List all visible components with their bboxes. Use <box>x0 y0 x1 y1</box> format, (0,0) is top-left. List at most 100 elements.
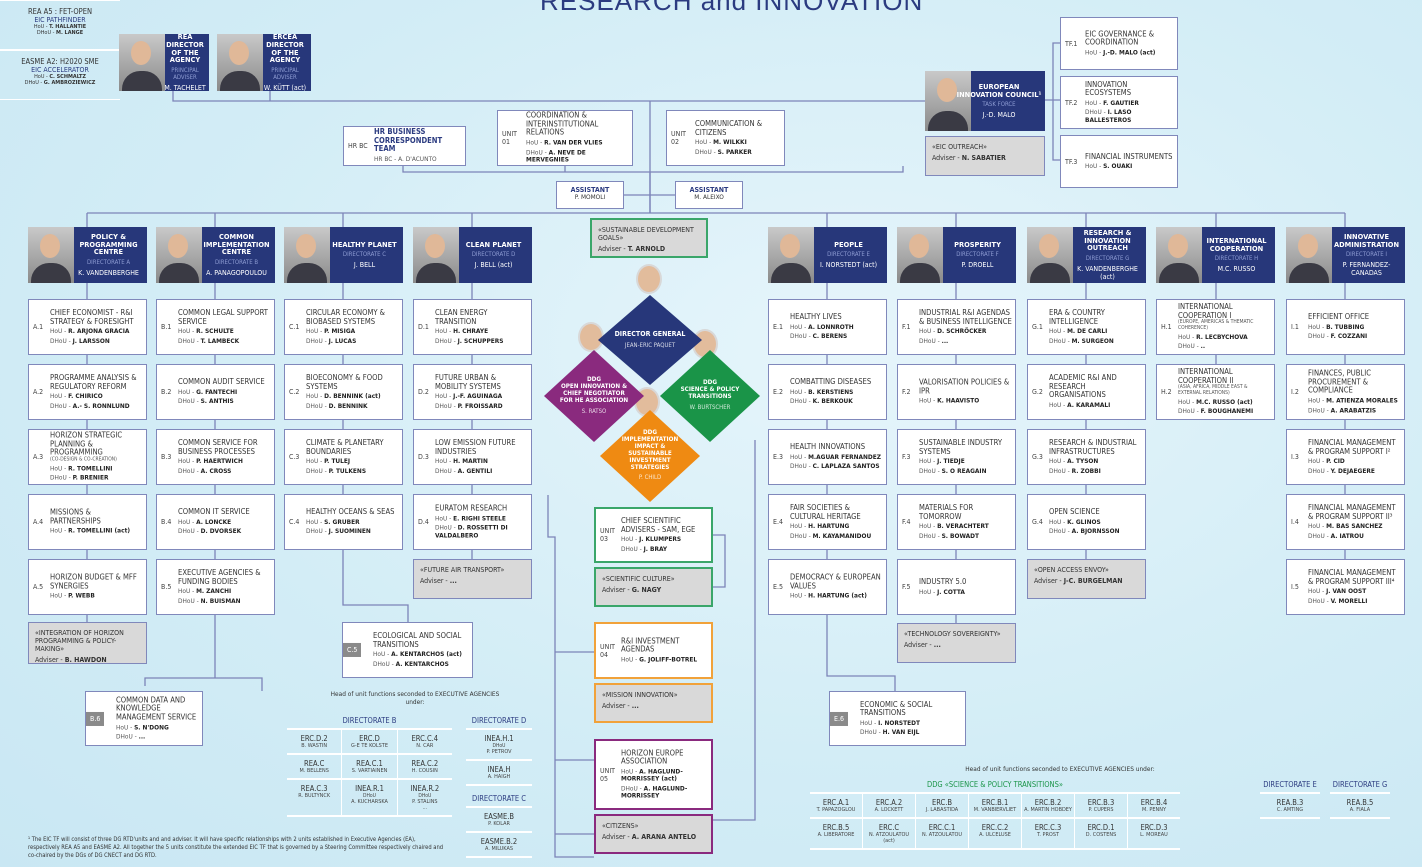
center-adviser[interactable]: «MISSION INNOVATION»Adviser - ... <box>594 683 713 723</box>
center-adviser[interactable]: «SCIENTIFIC CULTURE»Adviser - G. NAGY <box>594 567 713 607</box>
adviser-box[interactable]: «OPEN ACCESS ENVOY»Adviser - J-C. BURGEL… <box>1027 559 1146 599</box>
adviser-box[interactable]: «FUTURE AIR TRANSPORT»Adviser - ... <box>413 559 532 599</box>
adviser-box[interactable]: «TECHNOLOGY SOVEREIGNTY»Adviser - ... <box>897 623 1016 663</box>
sdg-adviser[interactable]: «SUSTAINABLE DEVELOPMENT GOALS»Adviser -… <box>590 218 708 258</box>
center-adviser[interactable]: «CITIZENS»Adviser - A. ARANA ANTELO <box>594 814 713 854</box>
adviser-box[interactable]: «INTEGRATION OF HORIZON PROGRAMMING & PO… <box>28 622 147 664</box>
eic-outreach-adviser[interactable]: «EIC OUTREACH»Adviser - N. SABATIER <box>925 136 1045 176</box>
